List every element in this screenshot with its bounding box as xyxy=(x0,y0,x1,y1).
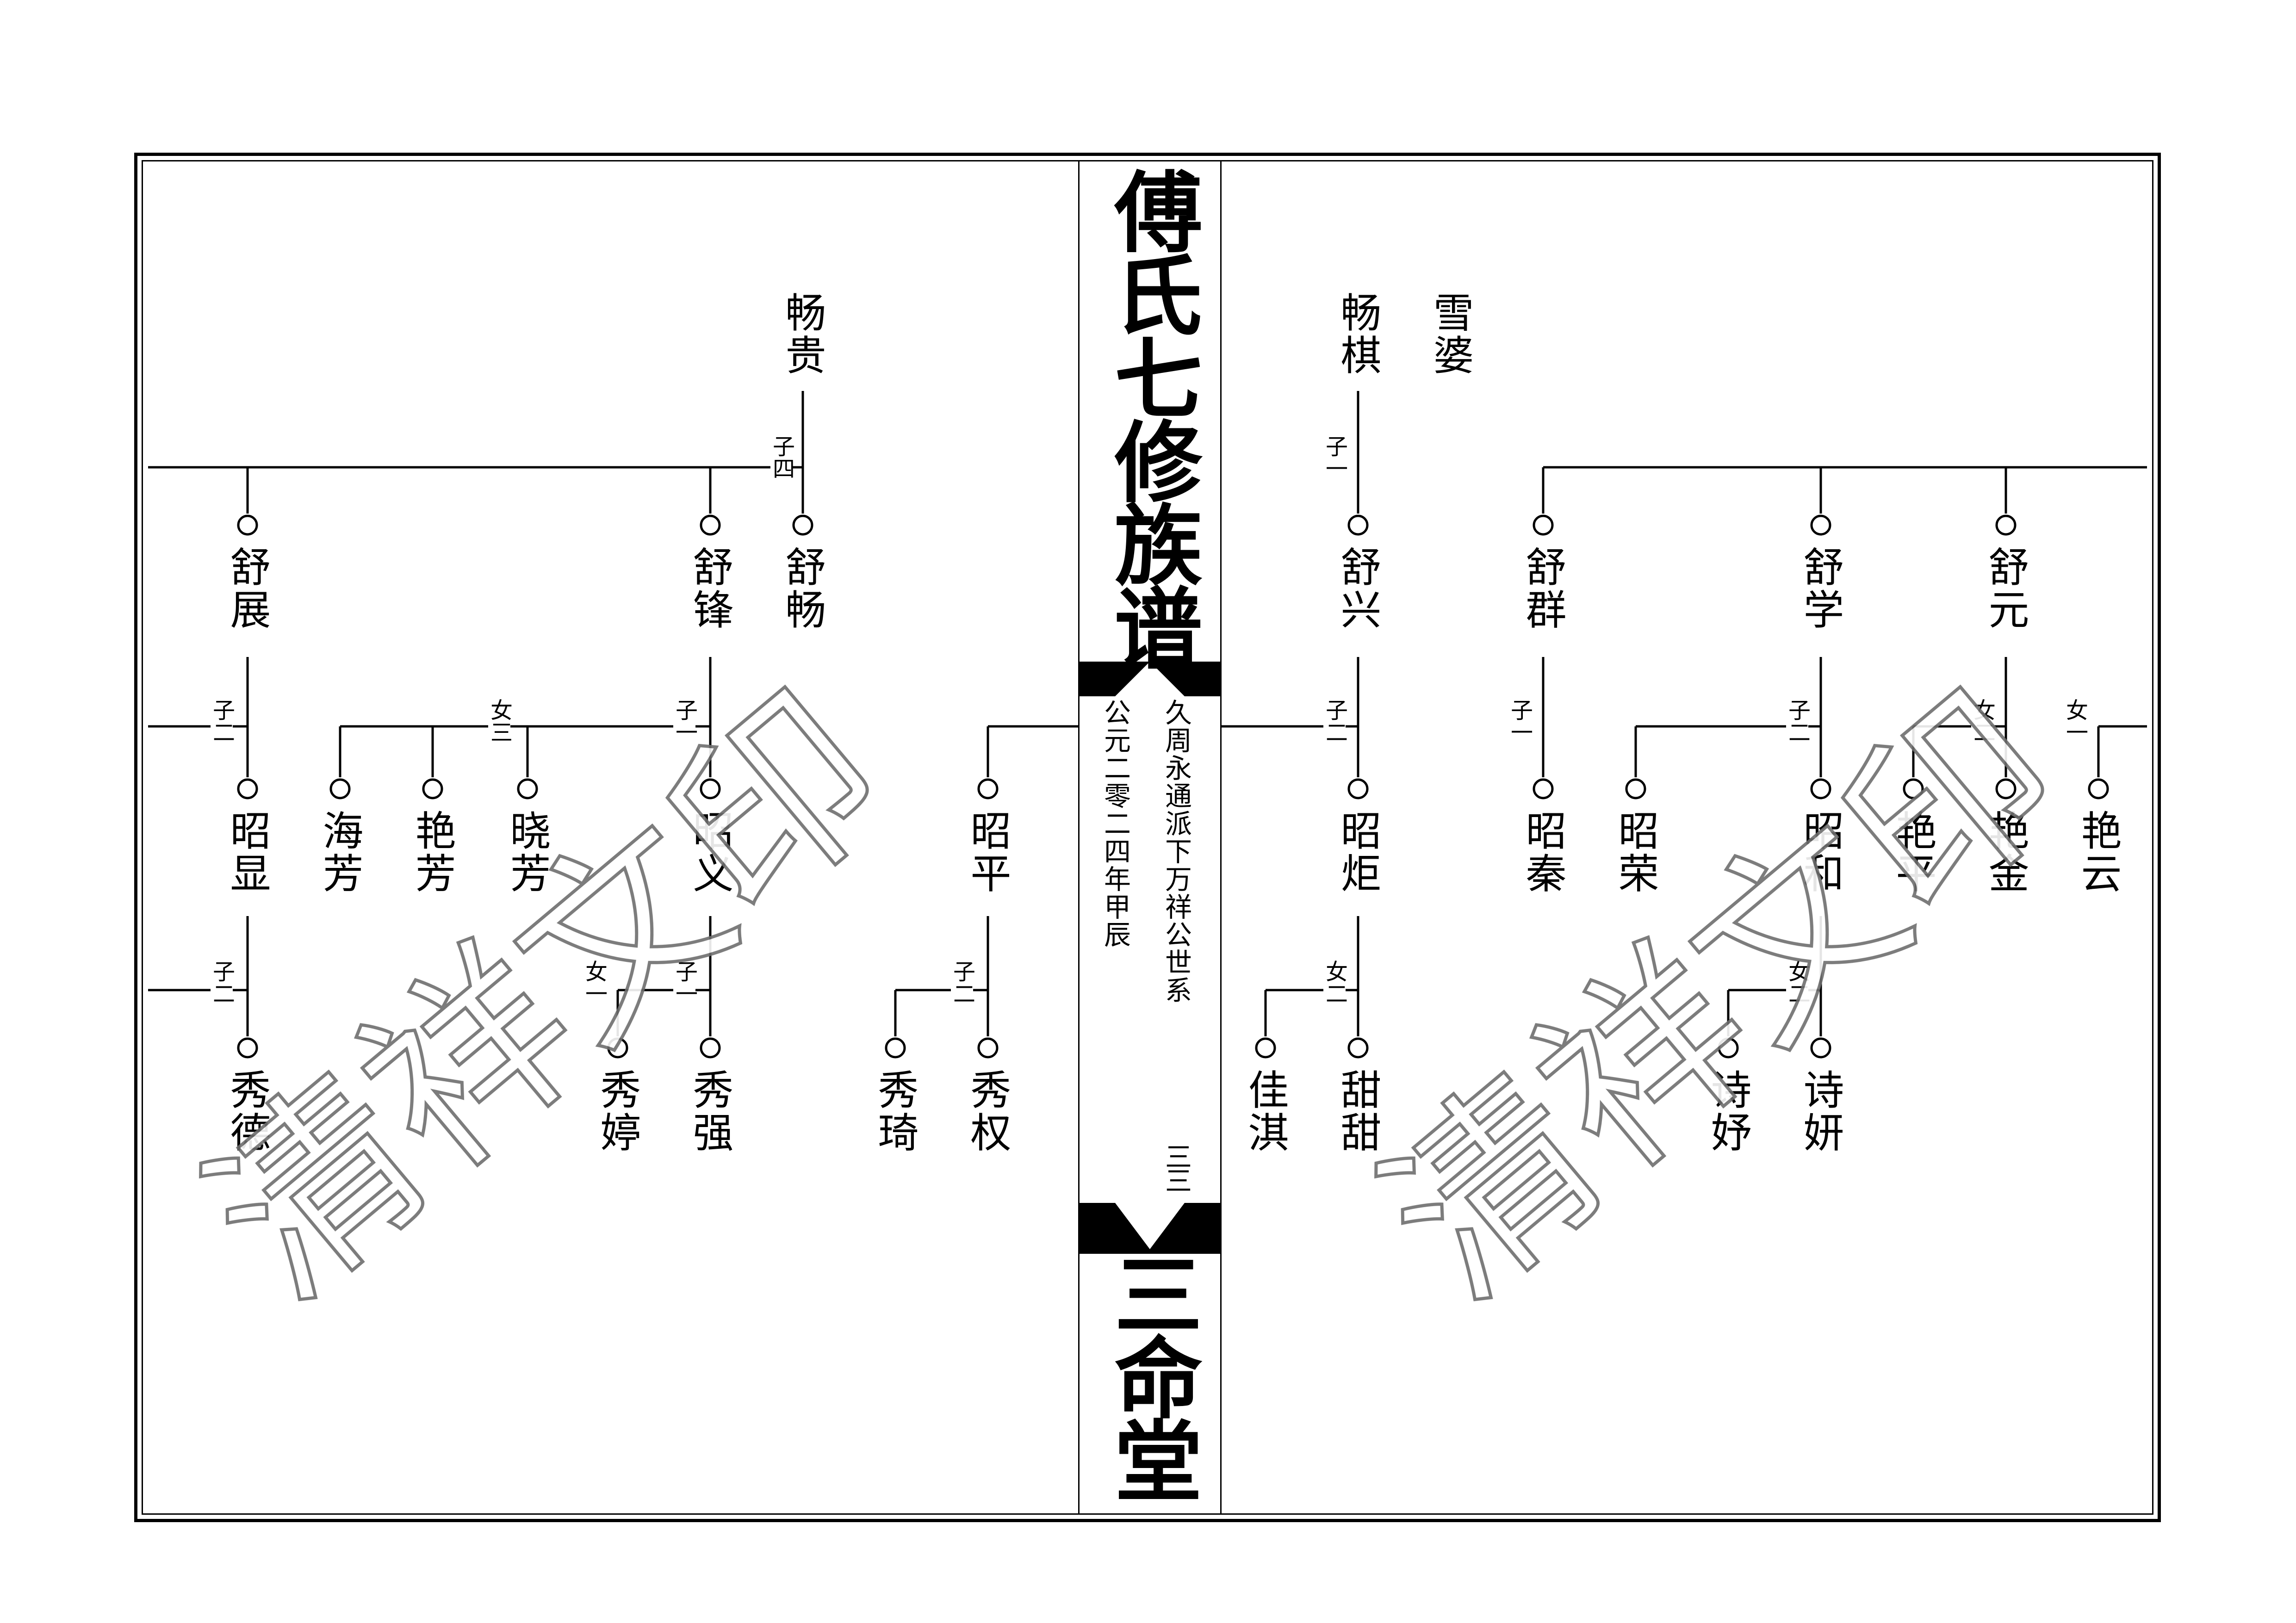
name-yanjin: 艳金 xyxy=(1982,810,2029,895)
name-tiantian: 甜甜 xyxy=(1334,1069,1382,1154)
name-xiuqiang: 秀强 xyxy=(686,1069,734,1154)
name-changgui: 畅贵 xyxy=(779,291,826,377)
edition-date: 公元二零二四年甲辰 xyxy=(1099,699,1131,948)
relation-label: 子二 xyxy=(949,960,975,1004)
relation-label: 子二 xyxy=(1784,699,1810,743)
outer-border xyxy=(134,153,2161,1522)
name-xiuqi: 秀琦 xyxy=(871,1069,919,1154)
name-shuxing: 舒兴 xyxy=(1334,546,1382,631)
center-spine xyxy=(1078,160,1222,1515)
name-xuepo: 雪婆 xyxy=(1427,291,1474,377)
hall-name: 三命堂 xyxy=(1099,1249,1203,1499)
relation-label: 子一 xyxy=(671,699,697,743)
book-title: 傅氏七修族谱 xyxy=(1099,167,1203,666)
name-xiuquan: 秀权 xyxy=(964,1069,1011,1154)
relation-label: 子四 xyxy=(769,435,794,479)
name-changqi: 畅棋 xyxy=(1334,291,1382,377)
name-shuxue: 舒学 xyxy=(1797,546,1844,631)
relation-label: 子一 xyxy=(1322,435,1347,479)
name-yanfang: 艳芳 xyxy=(409,810,456,895)
name-yanping: 艳平 xyxy=(1889,810,1937,895)
relation-label: 女一 xyxy=(2062,699,2088,743)
name-zhaoyi: 昭义 xyxy=(686,810,734,895)
relation-label: 子一 xyxy=(1507,699,1533,743)
name-shuzhan: 舒展 xyxy=(223,546,271,631)
page-number: 三三 xyxy=(1160,1143,1192,1191)
name-zhaoxian: 昭显 xyxy=(223,810,271,895)
name-shuyuan: 舒元 xyxy=(1982,546,2029,631)
lineage-caption: 久周永通派下万祥公世系 xyxy=(1160,699,1192,1004)
name-zhaoqin: 昭秦 xyxy=(1519,810,1567,895)
name-zhaohe: 昭和 xyxy=(1797,810,1844,895)
name-shufeng: 舒锋 xyxy=(686,546,734,631)
relation-label: 女二 xyxy=(1784,960,1810,1004)
name-shuqun: 舒群 xyxy=(1519,546,1567,631)
name-shiyan: 诗妍 xyxy=(1797,1069,1844,1154)
relation-label: 子二 xyxy=(209,699,235,743)
inner-border xyxy=(142,160,2153,1515)
name-xiude: 秀德 xyxy=(223,1069,271,1154)
name-yanyun: 艳云 xyxy=(2074,810,2122,895)
name-jiaqi: 佳淇 xyxy=(1241,1069,1289,1154)
relation-label: 子二 xyxy=(1322,699,1347,743)
relation-label: 女一 xyxy=(581,960,607,1004)
name-shiyu: 诗妤 xyxy=(1704,1069,1752,1154)
name-xiaofang: 晓芳 xyxy=(503,810,551,895)
name-zhaoping: 昭平 xyxy=(964,810,1011,895)
relation-label: 子一 xyxy=(671,960,697,1004)
name-zhaorong: 昭荣 xyxy=(1612,810,1659,895)
name-haifang: 海芳 xyxy=(316,810,364,895)
relation-label: 女二 xyxy=(1322,960,1347,1004)
relation-label: 女二 xyxy=(1969,699,1995,743)
relation-label: 女三 xyxy=(486,699,512,743)
name-shuchang: 舒畅 xyxy=(779,546,826,631)
name-zhaoju: 昭炬 xyxy=(1334,810,1382,895)
name-xiuting: 秀婷 xyxy=(594,1069,641,1154)
relation-label: 子二 xyxy=(209,960,235,1004)
